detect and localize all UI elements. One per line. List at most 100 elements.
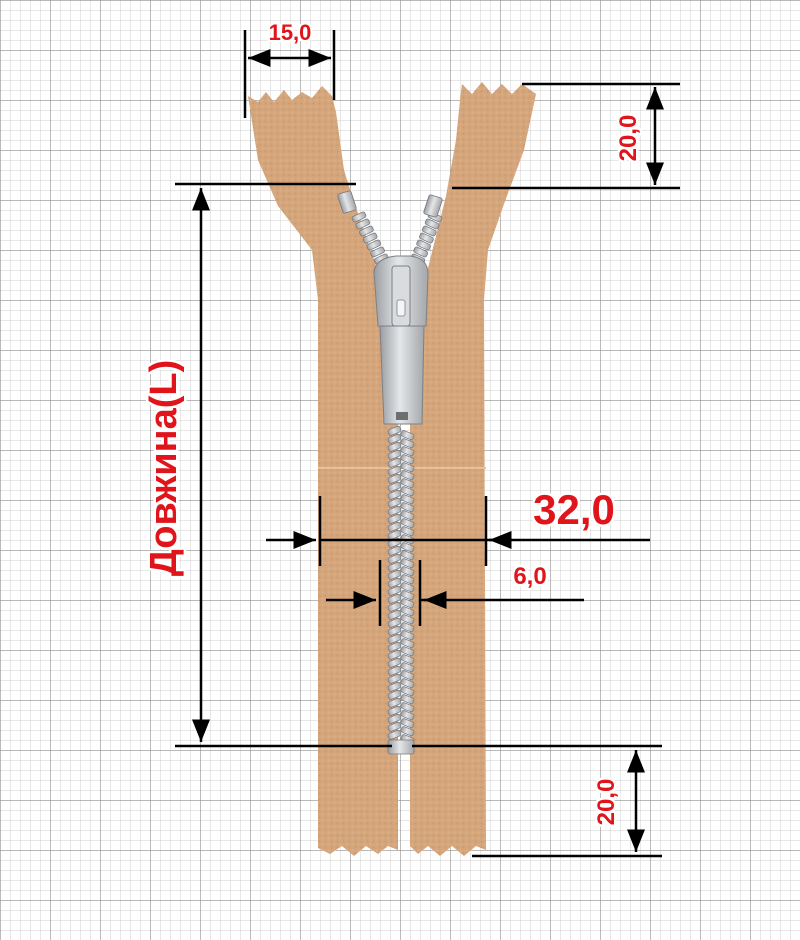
zipper-tooth [400, 614, 415, 625]
zipper-tooth [387, 529, 402, 540]
zipper-tooth [400, 678, 415, 689]
top-stop-icon [423, 194, 443, 218]
left-tape [248, 86, 398, 856]
zipper-tooth [400, 462, 415, 473]
zipper-tooth [413, 246, 429, 258]
zipper-tooth [387, 433, 402, 444]
zipper-tooth [419, 232, 434, 244]
zipper-tooth [387, 617, 402, 628]
zipper-tooth [387, 497, 402, 508]
zipper-tooth [387, 609, 402, 620]
zipper-tooth [400, 630, 415, 641]
zipper-tooth [400, 710, 415, 721]
zipper-tooth [387, 489, 402, 500]
zipper-tooth [400, 702, 415, 713]
zipper-tooth [400, 502, 415, 513]
zipper-tooth [387, 457, 402, 468]
slider-icon [373, 255, 429, 327]
zipper-tooth [400, 670, 415, 681]
zipper-tooth [362, 232, 378, 244]
pull-tab-icon [379, 325, 425, 425]
zipper-tooth [387, 713, 402, 724]
zipper-tooth [400, 654, 415, 665]
zipper-tooth [351, 211, 367, 223]
zipper-tooth [387, 481, 402, 492]
zipper-tooth [387, 681, 402, 692]
zipper-tooth [387, 601, 402, 612]
zipper-tooth [387, 721, 402, 732]
zipper-tooth [387, 425, 402, 436]
zipper-tooth [387, 673, 402, 684]
zipper-tooth [387, 441, 402, 452]
zipper-tooth [400, 478, 415, 489]
zipper-tooth [387, 649, 402, 660]
zipper-tooth [387, 689, 402, 700]
zipper-tooth [387, 513, 402, 524]
zipper-tooth [400, 550, 415, 561]
zipper-tooth [400, 446, 415, 457]
top-extension-label: 20,0 [615, 115, 642, 162]
zipper-tooth [387, 449, 402, 460]
zipper-tooth [387, 545, 402, 556]
chain-width-label: 6,0 [513, 563, 546, 590]
zipper-tooth [400, 454, 415, 465]
zipper-tooth [387, 641, 402, 652]
zipper-tooth [387, 465, 402, 476]
zipper-tooth [400, 582, 415, 593]
zipper-tooth [400, 558, 415, 569]
zipper-tooth [400, 494, 415, 505]
zipper-tooth [400, 590, 415, 601]
zipper-tooth [400, 638, 415, 649]
zipper-tooth [400, 662, 415, 673]
zipper-tooth [400, 718, 415, 729]
zipper-tooth [387, 697, 402, 708]
zipper-tooth [400, 646, 415, 657]
zipper-tooth [400, 510, 415, 521]
zipper-tooth [400, 566, 415, 577]
zipper-tooth [400, 486, 415, 497]
zipper-tooth [359, 225, 374, 237]
zipper-tooth [400, 726, 415, 737]
zipper-tooth [387, 505, 402, 516]
zipper-illustration [248, 82, 536, 856]
length-label: Довжина(L) [143, 360, 185, 577]
zipper-tooth [400, 574, 415, 585]
zipper-tooth [400, 694, 415, 705]
zipper-tooth [400, 430, 415, 441]
dimension-lines [175, 30, 680, 858]
zipper-tooth [387, 625, 402, 636]
zipper-tooth [387, 577, 402, 588]
zipper-tooth [387, 553, 402, 564]
zipper-tooth [400, 606, 415, 617]
zipper-tooth [387, 665, 402, 676]
zipper-tooth [387, 473, 402, 484]
zipper-tooth [387, 657, 402, 668]
top-stop-icon [337, 190, 357, 214]
zipper-tooth [421, 225, 437, 237]
zipper-tooth [387, 521, 402, 532]
zipper-tooth [400, 542, 415, 553]
zipper-tooth [416, 239, 431, 251]
zipper-tooth [387, 561, 402, 572]
zipper-tooth [424, 218, 440, 230]
zipper-tooth [370, 246, 385, 258]
tape-width-label: 32,0 [533, 486, 615, 533]
zipper-tooth [400, 470, 415, 481]
zipper-tooth [387, 593, 402, 604]
zipper-tooth [387, 729, 402, 740]
zipper-tooth [400, 598, 415, 609]
zipper-tooth [400, 518, 415, 529]
zipper-tooth [387, 633, 402, 644]
bottom-extension-label: 20,0 [593, 779, 620, 826]
zipper-tooth [387, 585, 402, 596]
zipper-tooth [400, 622, 415, 633]
top-width-label: 15,0 [269, 20, 312, 45]
zipper-tooth [400, 686, 415, 697]
zipper-tooth [400, 526, 415, 537]
zipper-tooth [400, 438, 415, 449]
zipper-tooth [366, 239, 382, 251]
zipper-tooth [387, 705, 402, 716]
zipper-tooth [355, 218, 371, 230]
zipper-tooth [387, 569, 402, 580]
